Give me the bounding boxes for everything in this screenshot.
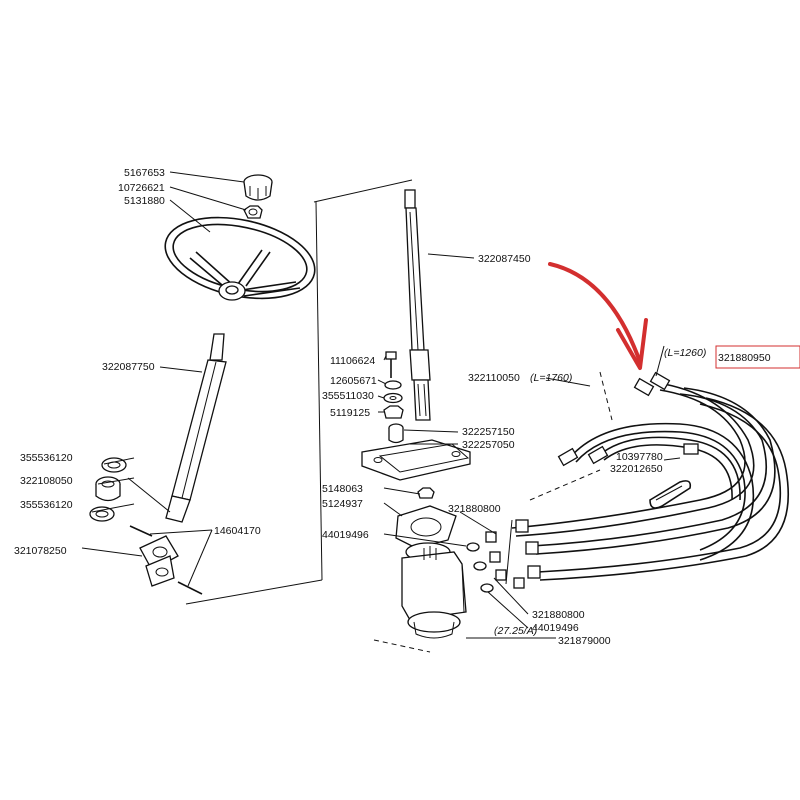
bushing [95, 476, 121, 502]
label-hose-short: 321880950 [718, 352, 771, 364]
roll-pin-lower [177, 581, 203, 595]
label-seal-bottom: 44019496 [532, 622, 579, 634]
label-bushing: 322108050 [20, 475, 73, 487]
label-clamp: 322012650 [610, 463, 663, 475]
universal-joint [139, 535, 179, 587]
lock-washer [384, 380, 402, 390]
union-fittings [485, 531, 525, 589]
label-bolt: 11106624 [330, 355, 375, 367]
leader-lines [81, 171, 681, 639]
label-hose-long: 322110050 [468, 372, 520, 384]
label-gasket: 5124937 [322, 498, 363, 510]
lower-steering-shaft [165, 333, 227, 523]
label-nut-c: 5148063 [322, 483, 363, 495]
steering-pump [401, 542, 467, 639]
label-upper-column: 322087450 [478, 253, 531, 265]
hydraulic-hoses [511, 383, 790, 581]
label-universal-joint: 321078250 [14, 545, 67, 557]
sleeve [388, 423, 404, 444]
highlight-box [715, 345, 800, 369]
nut-c [417, 487, 435, 499]
red-arrow-annotation [548, 262, 648, 370]
label-pump-code: (27.25/A) [494, 625, 537, 637]
flat-washer [383, 392, 403, 404]
label-roll-pin: 14604170 [214, 525, 261, 537]
washer-b [89, 506, 115, 522]
roll-pin-upper [129, 525, 153, 537]
seal-washers-left [466, 542, 494, 593]
assembly-boundary [185, 179, 613, 653]
label-seal-left: 44019496 [322, 529, 369, 541]
hose-end-fittings [515, 371, 699, 579]
label-hex-nut: 5119125 [330, 407, 370, 419]
hose-clamp [649, 480, 692, 509]
label-lower-shaft: 322087750 [102, 361, 155, 373]
hex-nut [383, 405, 404, 419]
label-washer-b: 355536120 [20, 499, 73, 511]
bolt [385, 351, 397, 378]
label-flat-washer: 355511030 [322, 390, 374, 402]
label-union-bottom: 321880800 [532, 609, 585, 621]
label-union-top: 321880800 [448, 503, 501, 515]
label-pump: 321879000 [558, 635, 611, 647]
label-steering-wheel: 5131880 [124, 195, 165, 207]
label-lock-washer: 12605671 [330, 375, 377, 387]
label-washer-a: 355536120 [20, 452, 73, 464]
wheel-nut-cap [243, 174, 273, 201]
label-hose-short-length: (L=1260) [664, 347, 706, 359]
label-hose-long-length: (L=1760) [530, 372, 572, 384]
label-sleeve: 322257150 [462, 426, 515, 438]
label-bracket: 322257050 [462, 439, 515, 451]
label-wheel-nut-cap: 5167653 [124, 167, 165, 179]
steering-wheel [164, 216, 316, 301]
wheel-nut [243, 205, 263, 219]
washer-a [101, 457, 127, 473]
mounting-bracket [361, 439, 471, 481]
gasket [395, 505, 457, 549]
part-labels: 5167653 10726621 5131880 322087750 35553… [14, 167, 771, 647]
label-wheel-nut: 10726621 [118, 182, 165, 194]
upper-steering-column [404, 189, 431, 421]
label-clip: 10397780 [616, 451, 663, 463]
